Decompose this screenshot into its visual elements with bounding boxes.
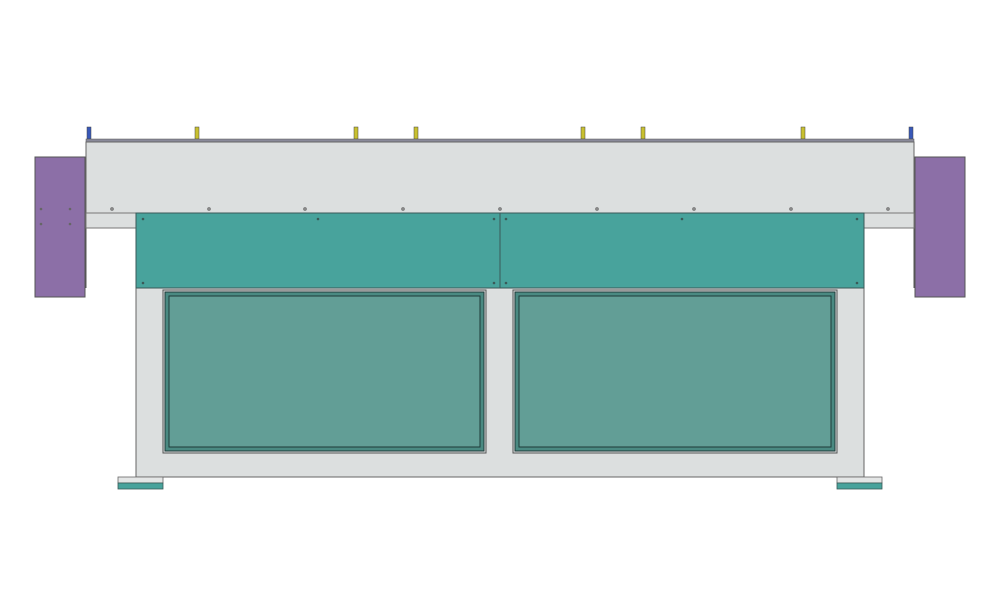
bolt-icon [110,207,114,211]
beam-bolts [110,207,890,211]
upper-panel-right [499,212,865,289]
pin-icon [413,126,419,140]
window-left [162,289,487,454]
bolt-icon [886,207,890,211]
bolt-icon [207,207,211,211]
pin-icon [86,126,92,140]
bolt-icon [498,207,502,211]
foot-right [836,476,883,490]
pin-icon [800,126,806,140]
pin-icon [580,126,586,140]
bolt-icon [595,207,599,211]
top-beam [85,141,915,214]
pin-icon [908,126,914,140]
window-right [512,289,838,454]
side-panel-bolts [39,207,72,226]
foot-left [117,476,164,490]
top-pins [86,126,914,140]
upper-panel-bolts [141,217,859,285]
upper-panel-left [135,212,501,289]
right-side-panel [914,156,966,298]
bolt-icon [401,207,405,211]
bolt-icon [303,207,307,211]
bolt-icon [789,207,793,211]
bolt-icon [692,207,696,211]
pin-icon [640,126,646,140]
left-side-panel [34,156,86,298]
pin-icon [353,126,359,140]
pin-icon [194,126,200,140]
